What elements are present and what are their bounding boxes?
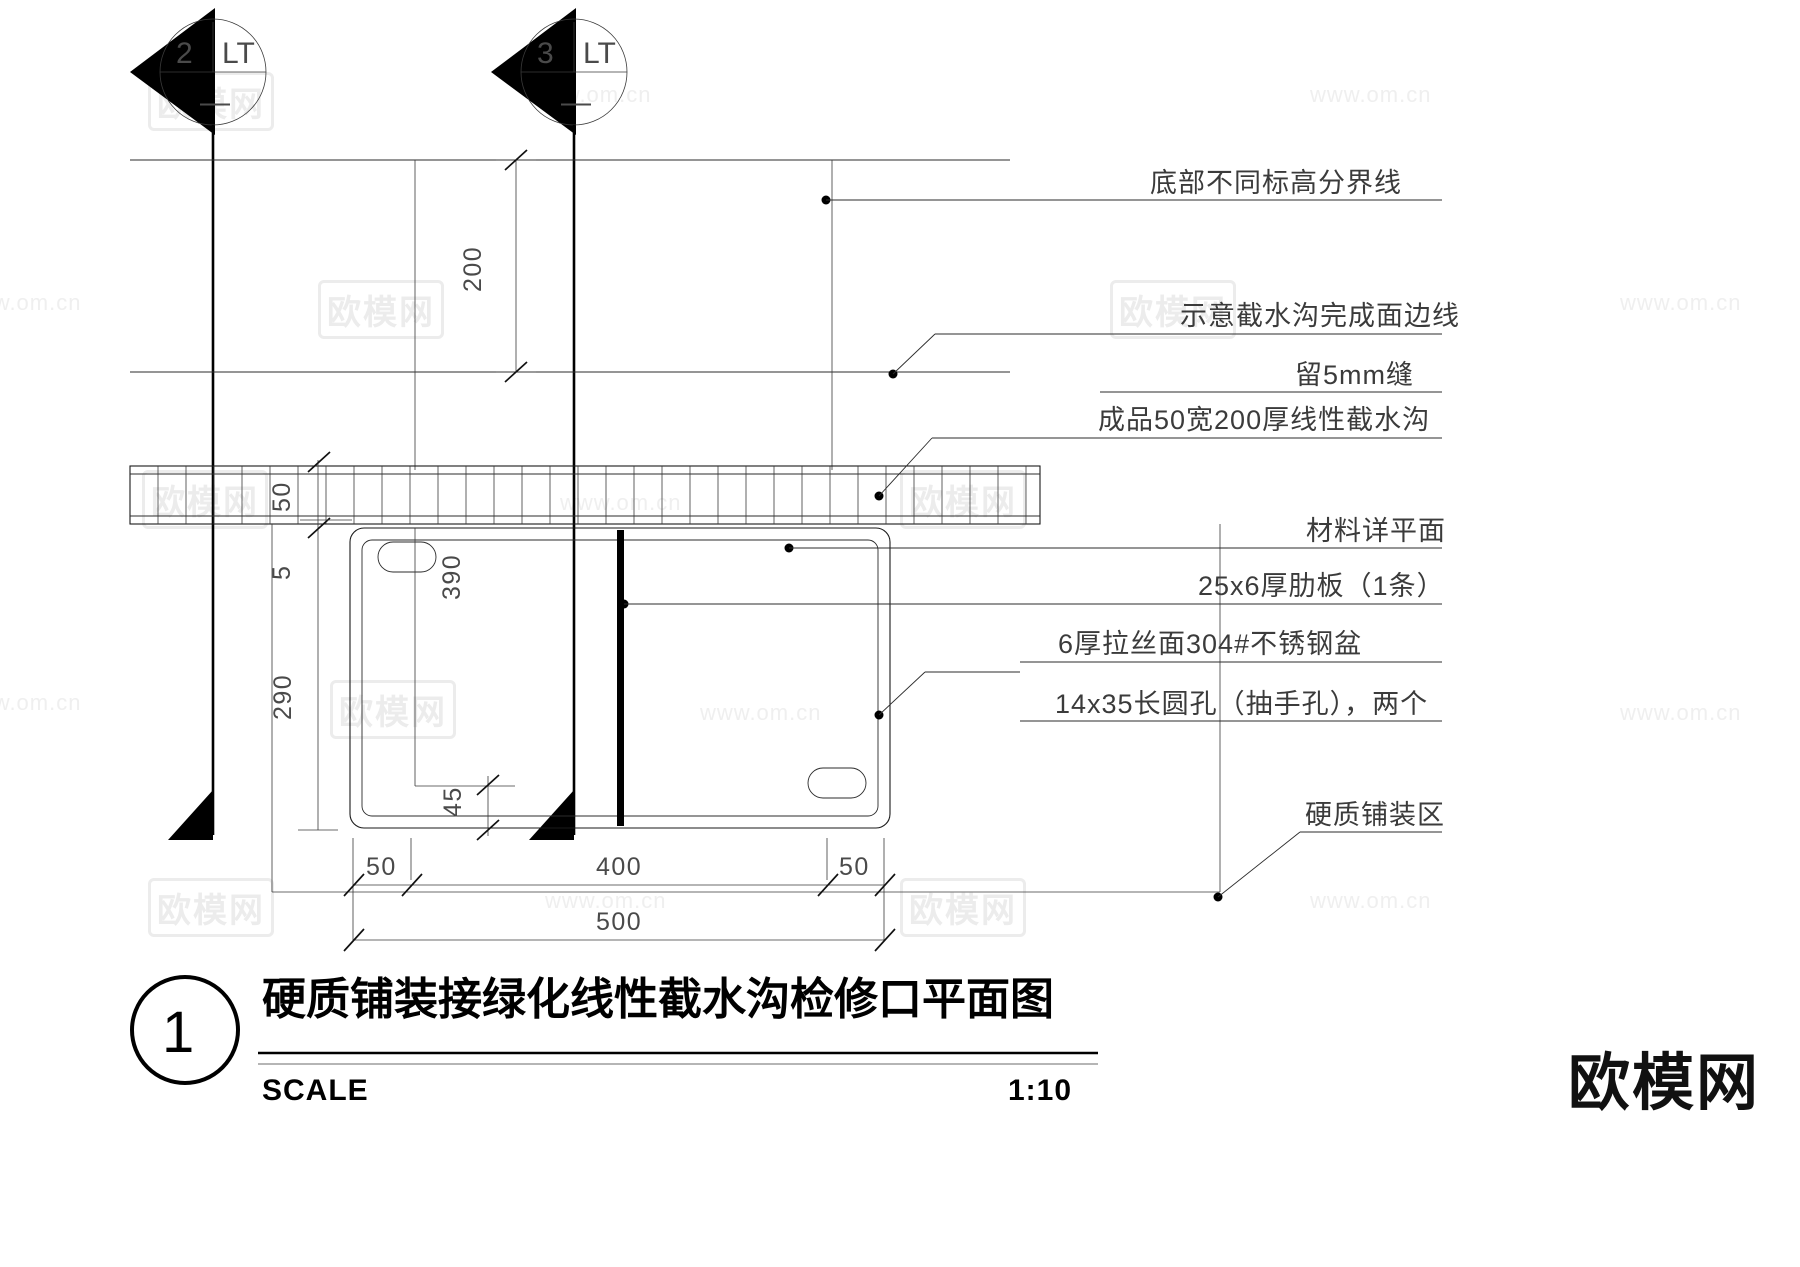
annotation-text-5: 材料详平面 <box>1306 516 1446 546</box>
dimension-45: 45 <box>415 774 515 841</box>
dimension-500: 500 <box>343 908 896 952</box>
grate-bars <box>157 466 1027 524</box>
scale-value: 1:10 <box>1008 1074 1072 1107</box>
dimension-value-50-right: 50 <box>839 853 870 881</box>
dimension-value-50-left: 50 <box>366 853 397 881</box>
annotation-text-1: 底部不同标高分界线 <box>1150 168 1402 198</box>
detail-number: 1 <box>162 1000 194 1065</box>
annotation-text-9: 硬质铺装区 <box>1305 800 1445 830</box>
drawing-title: 硬质铺装接绿化线性截水沟检修口平面图 <box>262 975 1054 1024</box>
annotation-leader-9: 硬质铺装区 <box>1213 800 1445 902</box>
dimension-value-200: 200 <box>459 246 487 292</box>
callout-number: 3 <box>537 37 554 70</box>
callout-number: 2 <box>176 37 193 70</box>
dimension-value-5: 5 <box>268 565 296 580</box>
handle-slot-icon <box>807 767 867 799</box>
section-cut-line-2 <box>168 125 215 840</box>
dimension-200: 200 <box>459 149 536 383</box>
callout-sheet: LT <box>222 37 255 70</box>
annotation-leader-5: 材料详平面 <box>784 516 1446 553</box>
annotation-leader-1: 底部不同标高分界线 <box>821 168 1442 205</box>
dimension-chain-horizontal: 50 400 50 <box>343 838 896 940</box>
stainless-steel-basin <box>349 527 891 829</box>
annotation-leader-3: 留5mm缝 <box>1100 360 1442 393</box>
callout-arrow-icon <box>130 8 215 135</box>
annotation-text-4: 成品50宽200厚线性截水沟 <box>1098 405 1430 435</box>
rib-plate <box>617 530 624 826</box>
handle-slot-icon <box>377 541 437 573</box>
brand-watermark: 欧模网 <box>1567 1049 1760 1118</box>
hard-paving-zone <box>271 524 1221 893</box>
dimension-value-45: 45 <box>439 786 467 817</box>
annotation-leader-8: 14x35长圆孔（抽手孔），两个 <box>874 671 1442 722</box>
annotation-text-7: 6厚拉丝面304#不锈钢盆 <box>1058 629 1362 659</box>
annotation-leader-4: 成品50宽200厚线性截水沟 <box>874 405 1442 501</box>
callout-sheet: LT <box>583 37 616 70</box>
section-tail-icon <box>168 790 213 840</box>
dimension-5-vertical: 5 <box>268 519 352 580</box>
dimension-50-vertical: 50 <box>268 451 331 539</box>
scale-label: SCALE <box>262 1074 369 1107</box>
dimension-value-400: 400 <box>596 853 642 881</box>
section-callout-3[interactable]: 3 LT — <box>491 8 628 135</box>
annotation-leader-6: 25x6厚肋板（1条） <box>619 571 1445 609</box>
dimension-value-500: 500 <box>596 908 642 936</box>
title-block: 1 硬质铺装接绿化线性截水沟检修口平面图 SCALE 1:10 <box>130 975 1098 1107</box>
section-cut-line-3 <box>529 125 576 840</box>
section-tail-icon <box>529 790 574 840</box>
dimension-value-390: 390 <box>438 554 466 600</box>
callout-arrow-icon <box>491 8 576 135</box>
annotation-text-3: 留5mm缝 <box>1295 360 1414 390</box>
annotation-text-2: 示意截水沟完成面边线 <box>1180 301 1460 331</box>
callout-sub: — <box>200 86 230 119</box>
dimension-value-50v: 50 <box>268 481 296 512</box>
section-callout-2[interactable]: 2 LT — <box>130 8 267 135</box>
detail-number-circle <box>130 975 240 1085</box>
dimension-390: 390 <box>414 528 466 786</box>
dimension-290: 290 <box>269 530 338 831</box>
dimension-value-290: 290 <box>269 674 297 720</box>
annotation-text-8: 14x35长圆孔（抽手孔），两个 <box>1055 689 1428 719</box>
annotation-text-6: 25x6厚肋板（1条） <box>1198 571 1445 601</box>
annotation-leader-2: 示意截水沟完成面边线 <box>888 301 1460 379</box>
linear-drainage-channel <box>129 465 1041 525</box>
callout-sub: — <box>561 86 591 119</box>
annotation-leader-7: 6厚拉丝面304#不锈钢盆 <box>1020 629 1442 663</box>
